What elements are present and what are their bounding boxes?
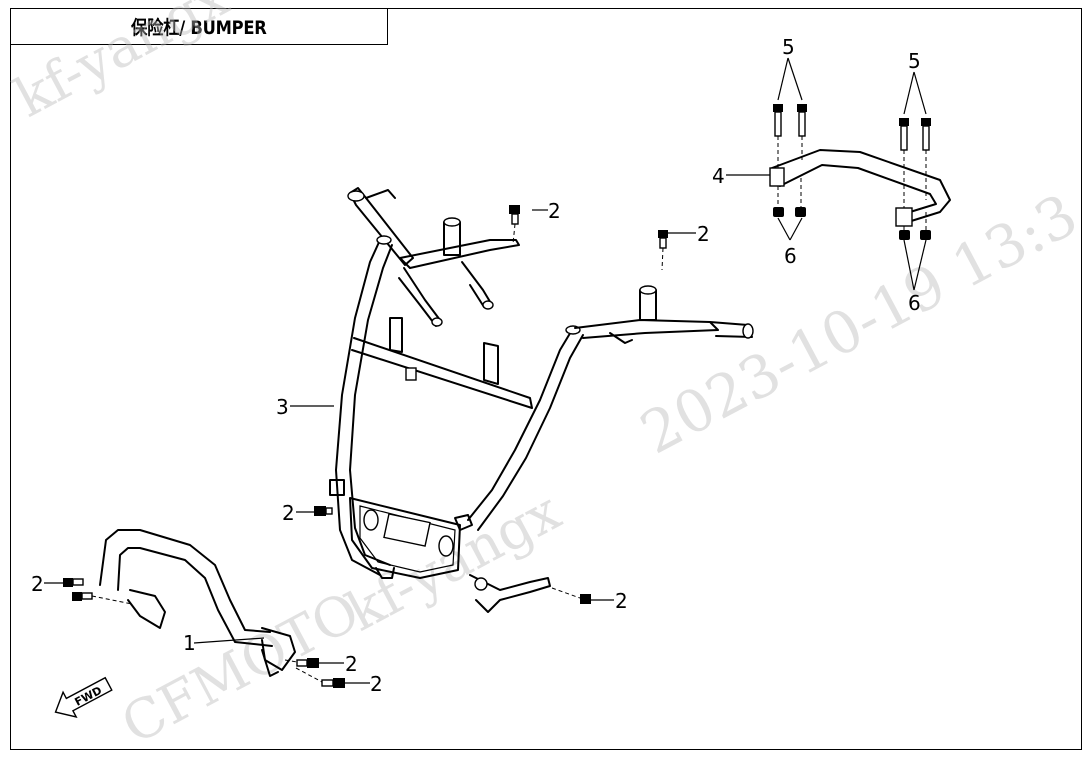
watermark-user-top: kf-yangx xyxy=(5,0,239,129)
callout-2-upper-left: 2 xyxy=(548,199,561,223)
bolt-bumper-right-lower xyxy=(295,667,345,688)
bolts-part-2 xyxy=(63,205,668,688)
rear-bar-part-4 xyxy=(769,149,951,227)
bolt-middle-left xyxy=(314,506,333,516)
leader-lines xyxy=(44,57,927,684)
bolt-lower-right xyxy=(551,587,591,604)
bolt-upper-right xyxy=(658,230,668,271)
callout-6-left: 6 xyxy=(784,244,797,268)
drawing-frame xyxy=(10,8,1082,750)
callout-2-bumper-right-upper: 2 xyxy=(345,652,358,676)
callout-5-left: 5 xyxy=(782,35,795,59)
callout-2-bumper-left: 2 xyxy=(31,572,44,596)
bolt-bumper-right-upper xyxy=(284,658,319,668)
callout-2-lower-right: 2 xyxy=(615,589,628,613)
callout-labels: 2 2 2 2 2 2 2 3 1 4 5 5 6 6 xyxy=(31,35,921,696)
callout-2-middle-left: 2 xyxy=(282,501,295,525)
nuts-part-6 xyxy=(773,178,931,240)
main-frame-part-3 xyxy=(329,187,754,613)
callout-2-bumper-right-lower: 2 xyxy=(370,672,383,696)
title-box: 保险杠/ BUMPER xyxy=(10,8,388,45)
fwd-direction-arrow: FWD xyxy=(54,676,113,718)
bolts-part-5 xyxy=(773,104,931,208)
callout-5-right: 5 xyxy=(908,49,921,73)
watermark-brand: CFMOTO xyxy=(112,579,370,756)
bolt-upper-left xyxy=(509,205,520,245)
callout-3: 3 xyxy=(276,395,289,419)
page-title: 保险杠/ BUMPER xyxy=(131,17,267,39)
callout-6-right: 6 xyxy=(908,291,921,315)
callout-1: 1 xyxy=(183,631,196,655)
callout-4: 4 xyxy=(712,164,725,188)
bolt-bumper-left xyxy=(63,578,133,605)
callout-2-upper-right: 2 xyxy=(697,222,710,246)
